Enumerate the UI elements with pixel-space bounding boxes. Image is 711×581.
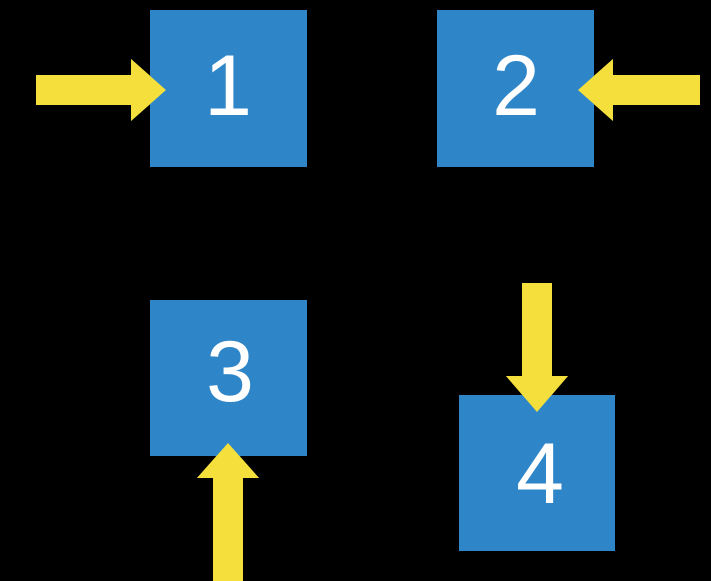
node-box-2[interactable] — [437, 10, 594, 167]
arrow-into-node-4 — [506, 283, 568, 412]
arrow-into-node-3 — [197, 443, 259, 581]
node-label-2: 2 — [492, 38, 540, 134]
node-label-1: 1 — [204, 38, 252, 134]
node-label-4: 4 — [516, 426, 564, 522]
node-box-3[interactable] — [150, 300, 307, 456]
arrow-into-node-1 — [36, 59, 166, 121]
node-box-1[interactable] — [150, 10, 307, 167]
arrow-into-node-2 — [578, 59, 700, 121]
node-label-3: 3 — [206, 324, 254, 420]
node-box-4[interactable] — [459, 395, 615, 551]
